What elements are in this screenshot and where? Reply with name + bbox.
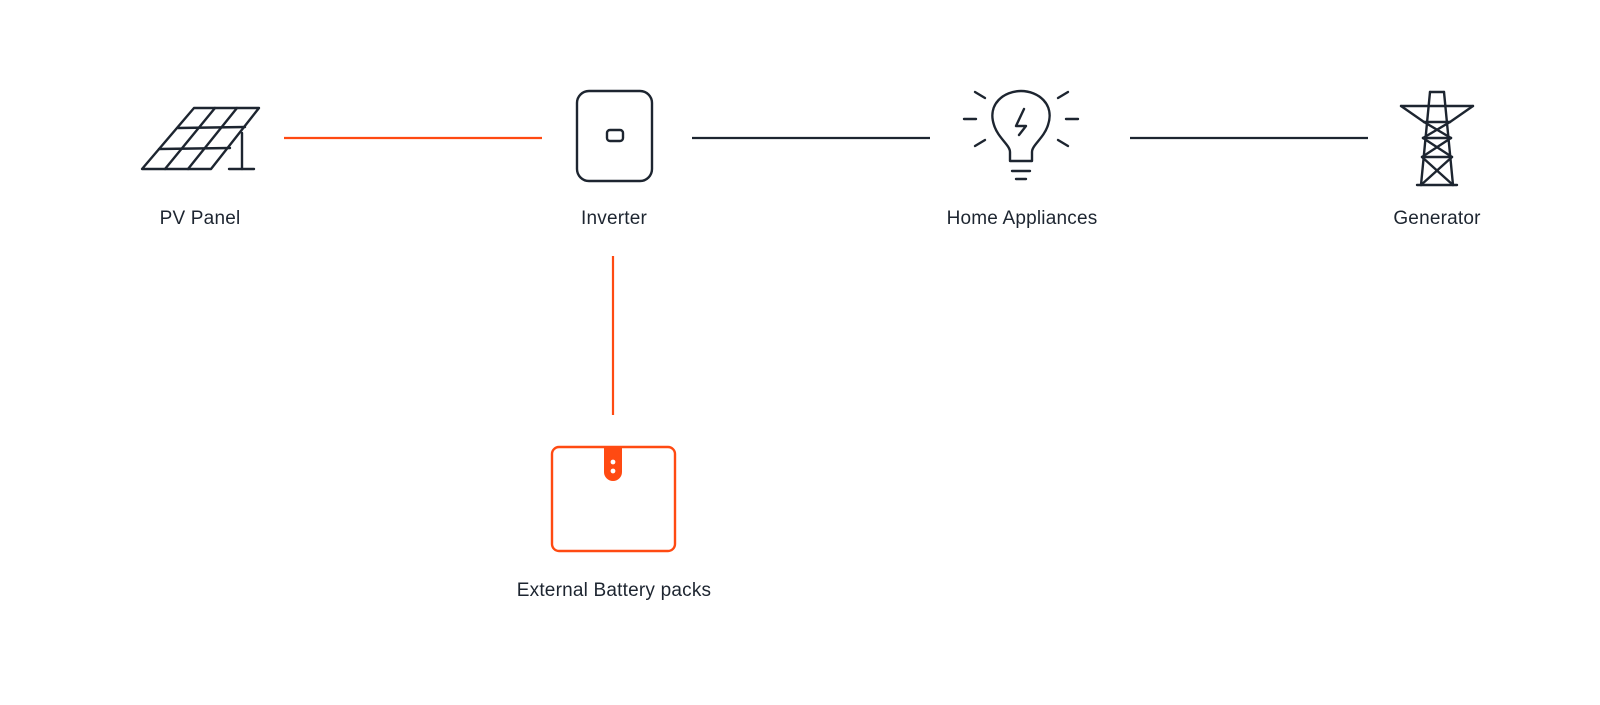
home-appliances-label: Home Appliances — [946, 208, 1098, 229]
solar-panel-icon — [140, 106, 261, 171]
pv-panel-label: PV Panel — [159, 208, 241, 229]
battery-pack-icon — [550, 445, 677, 553]
power-tower-icon — [1399, 90, 1475, 187]
generator-label: Generator — [1393, 208, 1481, 229]
light-bulb-icon — [962, 89, 1080, 181]
battery-label: External Battery packs — [516, 580, 712, 601]
inverter-label: Inverter — [580, 208, 648, 229]
inverter-icon — [575, 89, 654, 183]
